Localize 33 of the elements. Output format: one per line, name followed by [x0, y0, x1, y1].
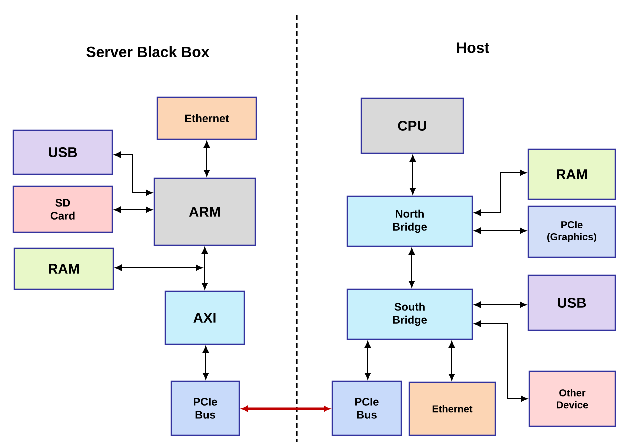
sd-card-box: SD Card — [12, 186, 114, 234]
arrow — [364, 341, 372, 380]
ethernet-box: Ethernet — [408, 382, 496, 436]
arrow — [242, 406, 330, 412]
pcie-bus-box: PCIe Bus — [332, 380, 402, 436]
south-bridge-box: South Bridge — [346, 288, 474, 340]
arrow — [408, 248, 416, 288]
cpu-box: CPU — [360, 98, 464, 154]
ethernet-box: Ethernet — [156, 96, 258, 140]
usb-box: USB — [12, 130, 114, 176]
arrow — [202, 247, 208, 290]
pcie-bus-box: PCIe Bus — [170, 380, 240, 436]
ram-box: RAM — [14, 248, 114, 290]
axi-box: AXI — [164, 290, 246, 346]
arrow — [115, 264, 203, 272]
arrow — [114, 152, 153, 196]
arrow — [202, 346, 210, 380]
arrow — [474, 228, 527, 234]
arrow — [204, 141, 210, 177]
heading: Server Black Box — [86, 46, 210, 58]
arrow — [474, 170, 527, 216]
pcie-graphics-box: PCIe (Graphics) — [528, 206, 616, 258]
arm-box: ARM — [154, 178, 256, 246]
usb-box: USB — [528, 274, 616, 332]
ram-box: RAM — [528, 148, 616, 200]
arrow — [448, 341, 456, 381]
heading: Host — [457, 42, 490, 54]
arrow — [474, 320, 528, 402]
north-bridge-box: North Bridge — [346, 196, 474, 248]
arrow — [114, 206, 153, 214]
arrow — [410, 155, 416, 195]
other-device-box: Other Device — [528, 370, 616, 428]
arrow — [474, 302, 527, 308]
